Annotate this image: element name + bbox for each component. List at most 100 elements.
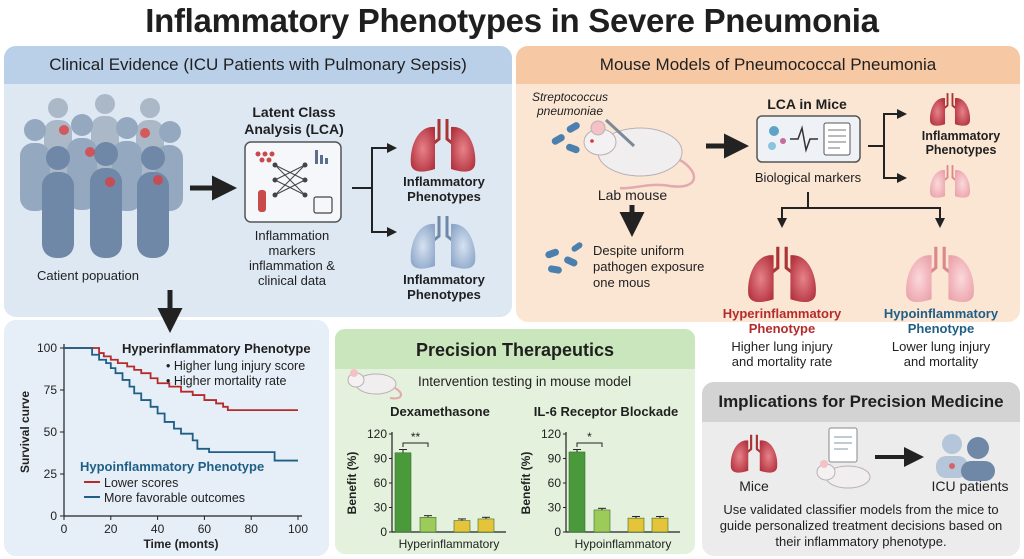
survival-hyper-bullet-2: • Higher mortality rate: [166, 374, 287, 388]
implications-panel-header: [702, 382, 1020, 422]
lab-mouse-label: Lab mouse: [597, 187, 668, 203]
il6-bar: [568, 451, 586, 533]
intervention-label: Intervention testing in mouse model: [418, 374, 632, 389]
survival-legend-2: More favorable outcomes: [104, 491, 246, 505]
dex-bar: [477, 518, 495, 533]
arrow-to-hyper-lung: [777, 192, 809, 228]
mouse-hypo-desc: Lower lung injury and mortality: [891, 339, 991, 369]
survival-x-tick-label: 60: [198, 522, 212, 536]
survival-line-hyper: [64, 347, 298, 412]
dex-x-label: Hyperinflammatory: [399, 537, 500, 551]
mouse-hypo-title: Hypoinflammatory Phenotype: [883, 306, 999, 336]
lca-mice-icon: [756, 115, 861, 163]
exposure-note: Despite uniform pathogen exposure one mo…: [593, 243, 705, 290]
implications-heading: Implications for Precision Medicine: [718, 392, 1004, 411]
markers-label: Biological markers: [754, 170, 862, 185]
arrow-lca-mice-down: [883, 146, 907, 183]
icu-patients-icon: [936, 434, 995, 481]
lung-mice-impl-icon: [730, 434, 778, 473]
impl-mouse-icon: [816, 460, 871, 489]
survival-panel: [4, 320, 329, 556]
clinical-panel-header: [4, 46, 512, 84]
survival-hyper-title: Hyperinflammatory Phenotype: [122, 341, 311, 356]
il6-y-tick-label: 90: [548, 452, 562, 466]
dex-sig-label: **: [411, 430, 421, 444]
dex-y-tick-label: 90: [374, 452, 388, 466]
pathogen-label: Streptococcus pneumoniae: [531, 90, 609, 118]
lung-red-small-icon: [929, 93, 971, 126]
dex-y-tick-label: 120: [367, 427, 387, 441]
lung-hyper-icon: [748, 246, 816, 303]
survival-x-tick-label: 80: [245, 522, 259, 536]
arrow-lca-mice-up: [868, 109, 907, 147]
il6-y-tick-label: 0: [554, 525, 561, 539]
page-title: Inflammatory Phenotypes in Severe Pneumo…: [145, 2, 879, 39]
il6-y-tick-label: 60: [548, 476, 562, 490]
il6-title: IL-6 Receptor Blockade: [533, 404, 679, 419]
phenotype-a-label: Inflammatory Phenotypes: [403, 174, 485, 204]
survival-x-tick-label: 20: [104, 522, 118, 536]
lca-title: Latent Class Analysis (LCA): [244, 104, 344, 137]
dex-sig-bracket: [402, 442, 429, 447]
arrow-lca-to-phenotype-a: [352, 143, 397, 189]
lca-caption: Inflammation markers inflammation & clin…: [249, 228, 335, 288]
survival-hyper-bullet-2-text: Higher mortality rate: [173, 374, 287, 388]
mouse-heading: Mouse Models of Pneumococcal Pneumonia: [599, 55, 937, 74]
il6-bar: [593, 509, 611, 533]
clinical-heading: Clinical Evidence (ICU Patients with Pul…: [49, 55, 467, 74]
impl-icu-label: ICU patients: [931, 478, 1009, 494]
phenotype-b-label: Inflammatory Phenotypes: [403, 272, 485, 302]
lung-red-icon: [410, 119, 476, 172]
il6-sig-label: *: [587, 430, 592, 444]
il6-y-label: Benefit (%): [519, 452, 533, 515]
dex-bar: [394, 452, 412, 533]
survival-line-hypo: [64, 347, 298, 462]
il6-bar: [651, 517, 669, 533]
dex-bar: [419, 517, 437, 533]
survival-hypo-title: Hypoinflammatory Phenotype: [80, 459, 265, 474]
arrow-lca-to-phenotype-b: [371, 188, 397, 237]
survival-x-tick-label: 40: [151, 522, 165, 536]
lung-hypo-icon: [906, 246, 974, 303]
il6-x-label: Hypoinflammatory: [575, 537, 672, 551]
dex-y-tick-label: 30: [374, 501, 388, 515]
mouse-hyper-title: Hyperinflammatory Phenotype: [722, 306, 842, 336]
il6-y-tick-label: 120: [541, 427, 561, 441]
precision-panel-header: [335, 329, 695, 369]
dex-y-label: Benefit (%): [345, 452, 359, 515]
small-mouse-icon: [347, 369, 402, 400]
impl-mice-label: Mice: [739, 478, 769, 494]
survival-hyper-bullet-1: • Higher lung injury score: [166, 359, 306, 373]
survival-y-label: Survival curve: [18, 391, 32, 473]
survival-y-tick-label: 25: [44, 467, 58, 481]
survival-y-tick-label: 0: [50, 509, 57, 523]
patient-population-label: Catient popuation: [37, 268, 139, 283]
survival-y-tick-label: 100: [37, 341, 57, 355]
arrow-to-hypo-lung: [808, 207, 945, 228]
il6-sig-bracket: [576, 442, 603, 447]
survival-legend-1: Lower scores: [104, 476, 179, 490]
dex-bar: [453, 520, 471, 533]
lca-icon: [244, 141, 342, 223]
impl-body: Use validated classifier models from the…: [719, 502, 1003, 549]
mouse-phenotypes-label: Inflammatory Phenotypes: [921, 129, 1001, 157]
lca-mice-title: LCA in Mice: [767, 96, 847, 112]
dex-title: Dexamethasone: [390, 404, 490, 419]
dex-y-tick-label: 0: [380, 525, 387, 539]
mouse-panel-header: [516, 46, 1020, 84]
mouse-hyper-desc: Higher lung injury and mortality rate: [731, 339, 833, 369]
bacteria-cluster-icon: [545, 242, 583, 274]
lung-blue-icon: [410, 216, 476, 269]
il6-bar: [627, 517, 645, 533]
survival-x-label: Time (monts): [143, 537, 218, 551]
precision-heading: Precision Therapeutics: [415, 340, 615, 360]
patient-population-icon: [20, 94, 183, 258]
survival-x-tick-label: 100: [288, 522, 308, 536]
survival-y-tick-label: 75: [44, 383, 58, 397]
dex-y-tick-label: 60: [374, 476, 388, 490]
lab-mouse-icon: [583, 118, 696, 190]
survival-hyper-bullet-1-text: Higher lung injury score: [173, 359, 306, 373]
